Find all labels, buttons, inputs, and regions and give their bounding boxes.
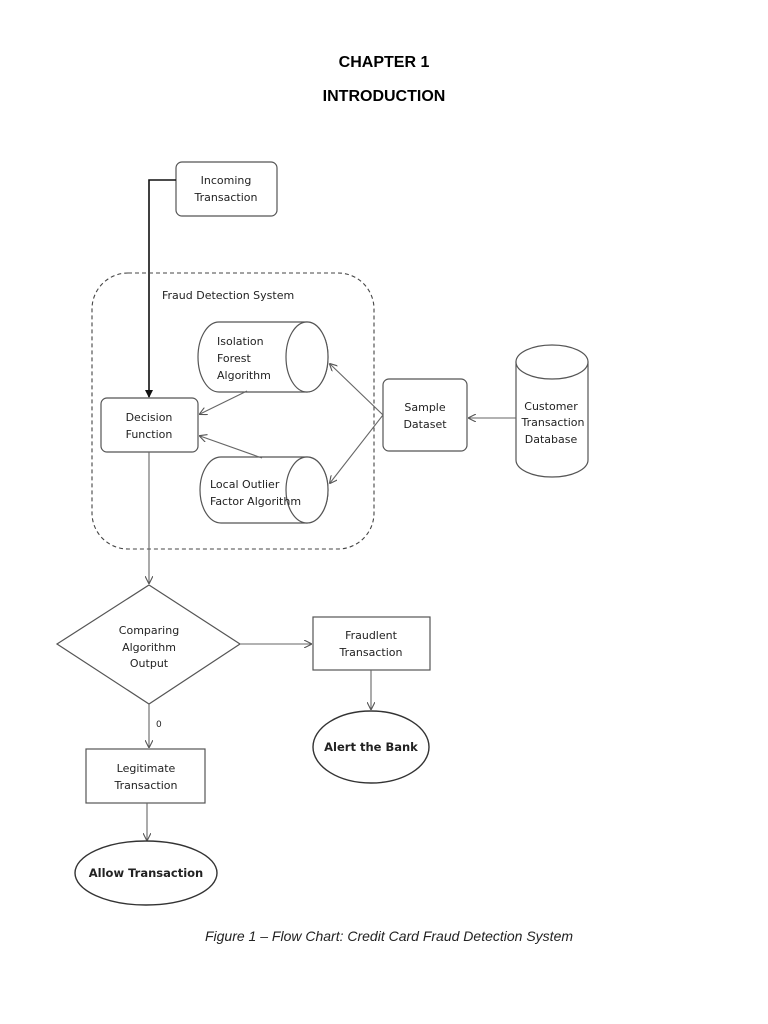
incoming-label-line: Incoming bbox=[201, 174, 252, 187]
sample-label-line: Dataset bbox=[403, 418, 447, 431]
alert-bank-ellipse: Alert the Bank bbox=[312, 710, 430, 784]
alert-label: Alert the Bank bbox=[324, 740, 418, 754]
figure-caption: Figure 1 – Flow Chart: Credit Card Fraud… bbox=[204, 928, 574, 944]
fraud-detection-system-container: Fraud Detection System bbox=[91, 272, 375, 550]
allow-label: Allow Transaction bbox=[89, 866, 203, 880]
sample-label-line: Sample bbox=[404, 401, 445, 414]
incoming-transaction-box: Incoming Transaction bbox=[175, 161, 278, 217]
customer-database-cylinder: Customer Transaction Database bbox=[515, 344, 589, 478]
database-label-line: Database bbox=[525, 433, 578, 446]
lof-label-line: Factor Algorithm bbox=[210, 495, 301, 508]
isolation-label-line: Isolation bbox=[217, 335, 264, 348]
sample-to-lof-connector bbox=[330, 414, 384, 483]
legitimate-transaction-box: Legitimate Transaction bbox=[85, 748, 206, 804]
system-label: Fraud Detection System bbox=[162, 289, 294, 302]
decision-label-line: Decision bbox=[126, 411, 173, 424]
section-title: INTRODUCTION bbox=[322, 88, 446, 105]
isolation-label-line: Forest bbox=[217, 352, 251, 365]
sample-to-isolation-connector bbox=[330, 364, 384, 416]
database-label-line: Transaction bbox=[521, 416, 585, 429]
allow-transaction-ellipse: Allow Transaction bbox=[74, 840, 218, 906]
comparing-label-line: Comparing bbox=[119, 624, 179, 637]
incoming-to-decision-connector bbox=[145, 179, 176, 398]
comparing-output-diamond: Comparing Algorithm Output bbox=[55, 584, 242, 705]
legitimate-label-line: Transaction bbox=[114, 779, 178, 792]
legitimate-label-line: Legitimate bbox=[117, 762, 176, 775]
lof-cylinder: Local Outlier Factor Algorithm bbox=[199, 456, 329, 524]
zero-path-label: 0 bbox=[156, 720, 162, 730]
flow-chart: Incoming Transaction Fraud Detection Sys… bbox=[55, 161, 589, 906]
fraudulent-transaction-box: Fraudlent Transaction bbox=[312, 616, 431, 671]
chapter-heading: CHAPTER 1 bbox=[338, 54, 430, 71]
decision-function-box: Decision Function bbox=[100, 397, 199, 453]
isolation-forest-cylinder: Isolation Forest Algorithm bbox=[197, 321, 329, 393]
fraudulent-label-line: Transaction bbox=[339, 646, 403, 659]
incoming-label-line: Transaction bbox=[194, 191, 258, 204]
fraudulent-label-line: Fraudlent bbox=[345, 629, 398, 642]
comparing-label-line: Output bbox=[130, 657, 169, 670]
lof-to-decision-connector bbox=[200, 436, 263, 459]
lof-label-line: Local Outlier bbox=[210, 478, 280, 491]
database-label-line: Customer bbox=[524, 400, 578, 413]
decision-label-line: Function bbox=[126, 428, 173, 441]
comparing-label-line: Algorithm bbox=[122, 641, 176, 654]
sample-dataset-box: Sample Dataset bbox=[382, 378, 468, 452]
isolation-to-decision-connector bbox=[200, 390, 248, 414]
isolation-label-line: Algorithm bbox=[217, 369, 271, 382]
